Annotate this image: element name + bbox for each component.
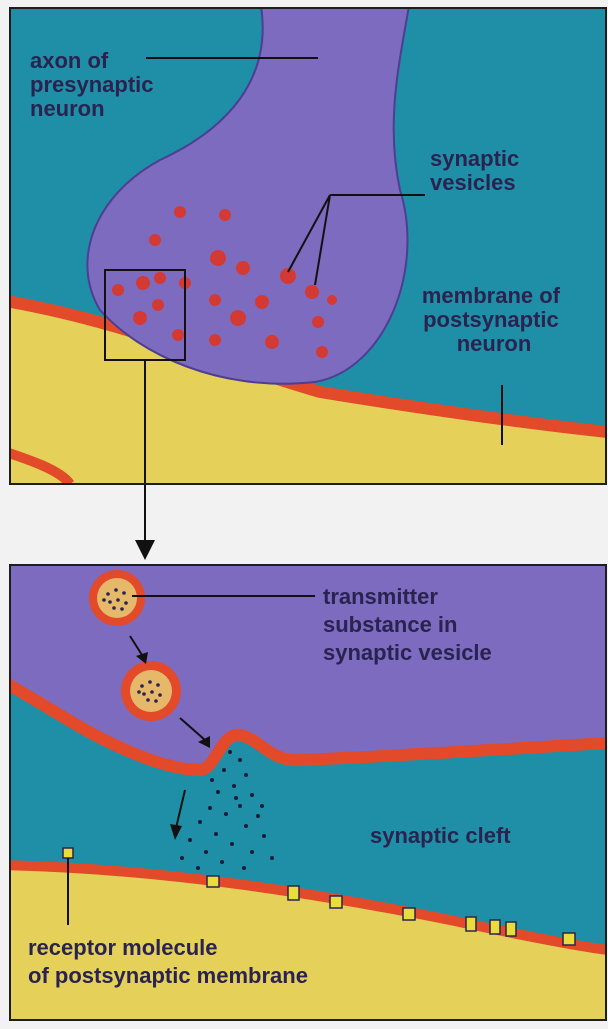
vesicle: [172, 329, 184, 341]
receptor: [207, 876, 219, 887]
vesicles-label: synaptic vesicles: [430, 146, 525, 195]
cleft-label: synaptic cleft: [370, 823, 511, 848]
vesicle: [112, 284, 124, 296]
vesicle: [133, 311, 147, 325]
vesicle: [152, 299, 164, 311]
vesicle: [265, 335, 279, 349]
vesicle: [316, 346, 328, 358]
receptor: [490, 920, 500, 934]
vesicle: [327, 295, 337, 305]
receptor: [466, 917, 476, 931]
receptor: [288, 886, 299, 900]
vesicle: [136, 276, 150, 290]
receptor: [403, 908, 415, 920]
vesicle: [219, 209, 231, 221]
vesicle: [255, 295, 269, 309]
receptor: [563, 933, 575, 945]
transmitter-vesicle: [89, 570, 145, 626]
top-panel: axon of presynaptic neuron synaptic vesi…: [0, 0, 608, 484]
vesicle: [305, 285, 319, 299]
vesicle: [149, 234, 161, 246]
vesicle: [209, 334, 221, 346]
transmitter-vesicle: [121, 661, 181, 721]
vesicle: [174, 206, 186, 218]
receptor: [330, 896, 342, 908]
vesicle: [230, 310, 246, 326]
receptor: [63, 848, 73, 858]
vesicle: [209, 294, 221, 306]
zoom-arrowhead: [135, 540, 155, 560]
vesicle: [210, 250, 226, 266]
bottom-panel: transmitter substance in synaptic vesicl…: [0, 565, 608, 1024]
vesicle: [154, 272, 166, 284]
vesicle: [236, 261, 250, 275]
receptor: [506, 922, 516, 936]
vesicle: [312, 316, 324, 328]
